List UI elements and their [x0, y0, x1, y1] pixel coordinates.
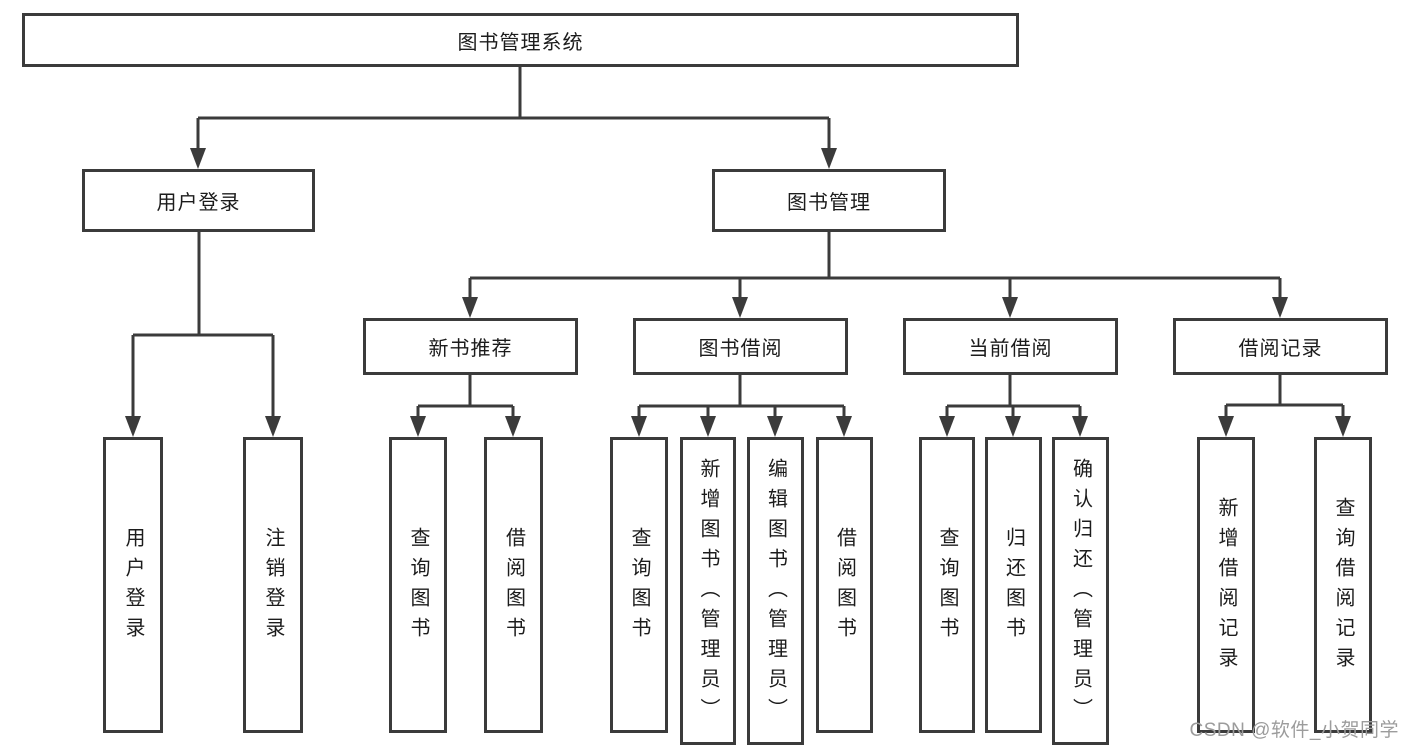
- node-book-management: 图书管理: [712, 169, 946, 232]
- leaf-return-books: 归还图书: [985, 437, 1042, 733]
- leaf-add-borrow-record: 新增借阅记录: [1197, 437, 1255, 733]
- leaf-logout: 注销登录: [243, 437, 303, 733]
- leaf-borrow-books: 借阅图书: [816, 437, 873, 733]
- node-current-borrowing: 当前借阅: [903, 318, 1118, 375]
- arrowhead-icons: [125, 148, 1351, 437]
- leaf-edit-books-admin: 编辑图书（管理员）: [747, 437, 804, 745]
- leaf-query-books-recommend: 查询图书: [389, 437, 447, 733]
- leaf-confirm-return-admin: 确认归还（管理员）: [1052, 437, 1109, 745]
- leaf-add-books-admin: 新增图书（管理员）: [680, 437, 736, 745]
- leaf-query-borrow-record: 查询借阅记录: [1314, 437, 1372, 733]
- branch-lines: [131, 67, 1345, 420]
- node-user-login: 用户登录: [82, 169, 315, 232]
- leaf-query-books-current: 查询图书: [919, 437, 975, 733]
- csdn-watermark: CSDN @软件_小贺同学: [1189, 720, 1399, 741]
- leaf-query-books-borrowing: 查询图书: [610, 437, 668, 733]
- node-new-book-recommend: 新书推荐: [363, 318, 578, 375]
- node-library-management-system: 图书管理系统: [22, 13, 1019, 67]
- node-book-borrowing: 图书借阅: [633, 318, 848, 375]
- leaf-user-login: 用户登录: [103, 437, 163, 733]
- node-borrow-records: 借阅记录: [1173, 318, 1388, 375]
- leaf-borrow-books-recommend: 借阅图书: [484, 437, 543, 733]
